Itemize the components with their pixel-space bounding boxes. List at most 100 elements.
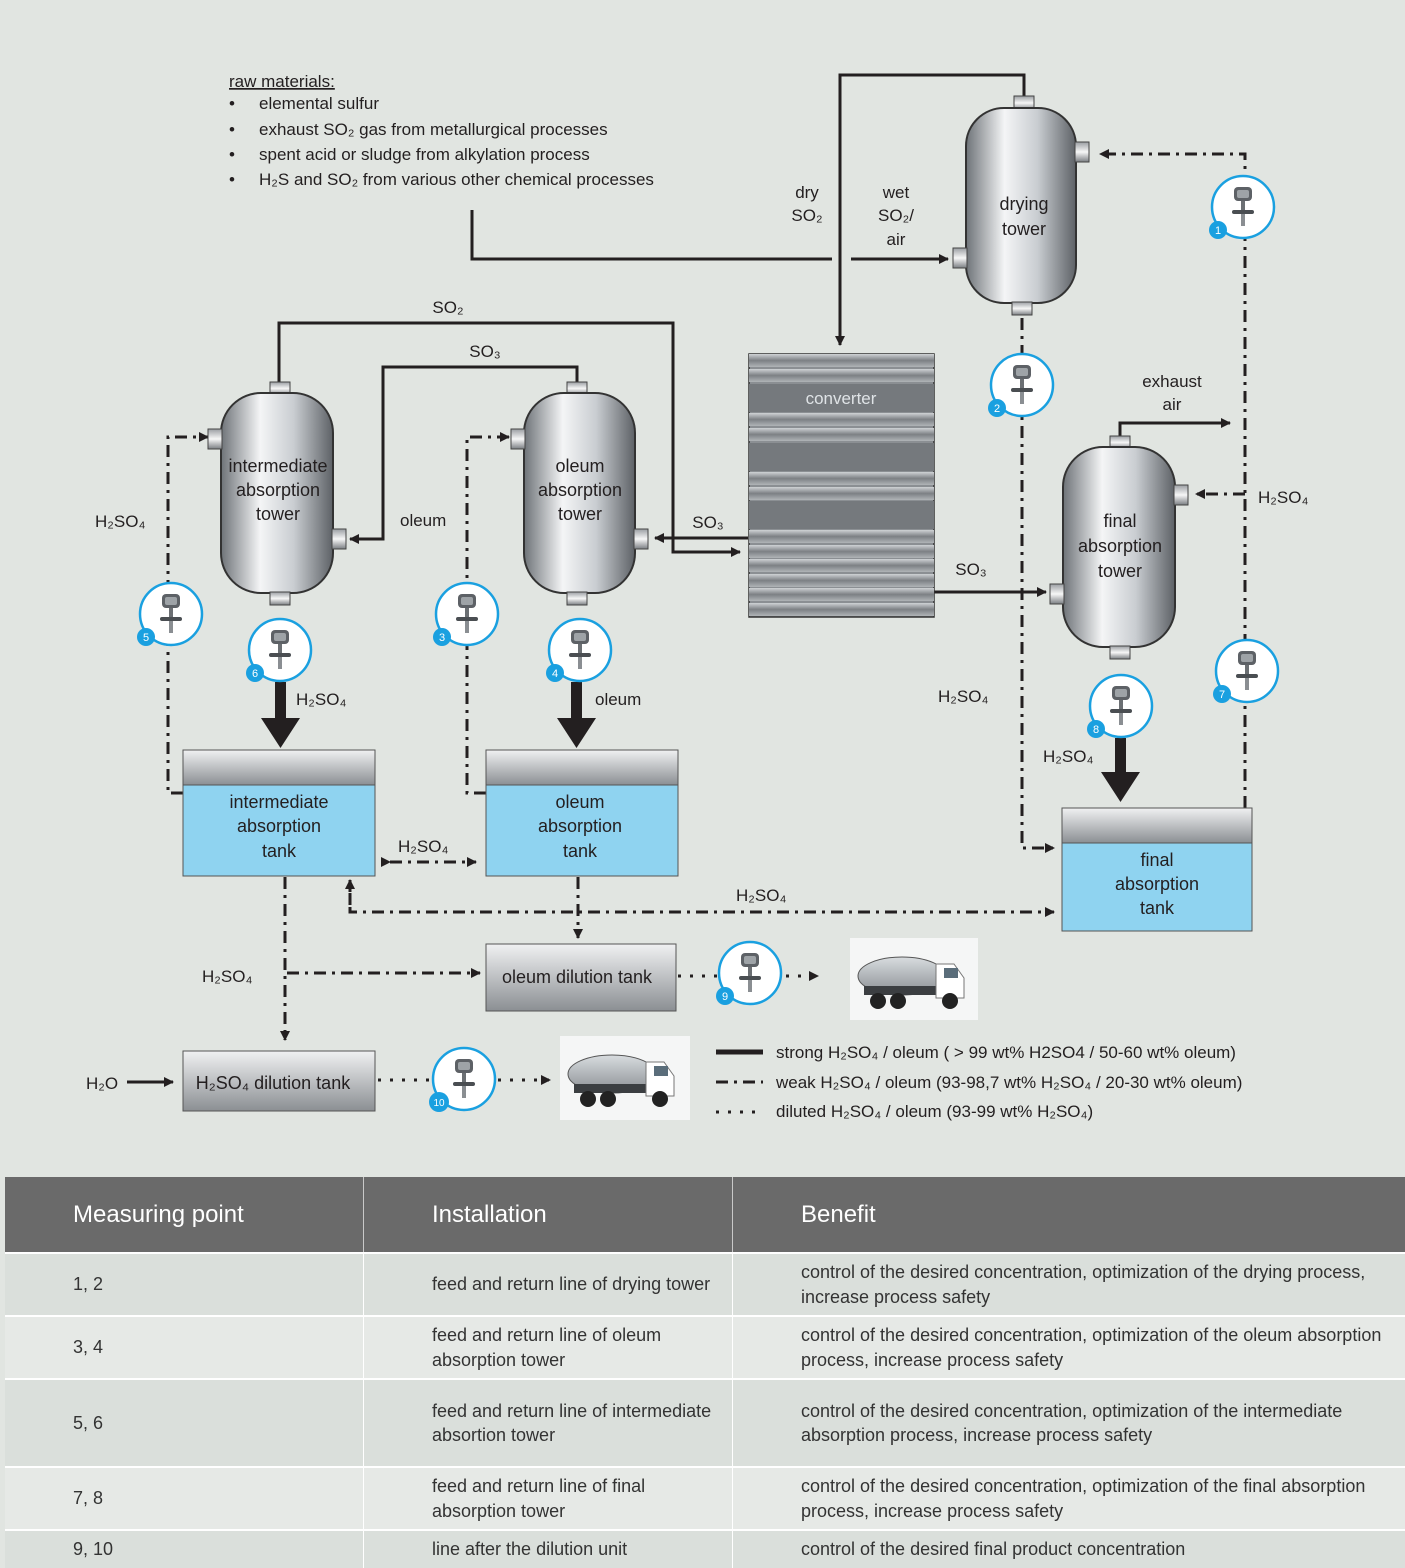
sensor-10[interactable]: 10	[429, 1048, 495, 1112]
flow-label: H₂SO₄	[736, 886, 786, 905]
table-cell: 9, 10	[5, 1530, 364, 1568]
drying-tower: drying tower	[953, 96, 1089, 315]
raw-bullet: •	[229, 145, 235, 164]
sensor-1[interactable]: 1	[1209, 176, 1274, 239]
column-header: Benefit	[733, 1177, 1405, 1253]
intermediate-absorption-tank: intermediate absorption tank	[183, 750, 375, 876]
flow-label: wet	[882, 183, 910, 202]
sensor-number: 1	[1215, 225, 1221, 237]
tank-label: absorption	[1115, 874, 1199, 894]
vessel-label: absorption	[1078, 536, 1162, 556]
tank-label: tank	[563, 841, 598, 861]
legend-item: weak H₂SO₄ / oleum (93-98,7 wt% H₂SO₄ / …	[775, 1073, 1242, 1092]
sensor-number: 6	[252, 668, 258, 680]
raw-material-item: elemental sulfur	[259, 94, 379, 113]
flow-label: H₂SO₄	[398, 837, 448, 856]
vessel-label: drying	[999, 194, 1048, 214]
table-header-row: Measuring point Installation Benefit	[5, 1177, 1405, 1253]
table-cell: control of the desired concentration, op…	[733, 1379, 1405, 1467]
tank-label: tank	[1140, 898, 1175, 918]
tank-label: oleum	[555, 792, 604, 812]
flow-label: H₂SO₄	[1043, 747, 1093, 766]
flow-label: H₂SO₄	[296, 690, 346, 709]
sensor-number: 7	[1219, 689, 1225, 701]
tank-label: final	[1140, 850, 1173, 870]
flow-label: H₂O	[86, 1074, 118, 1093]
table-cell: control of the desired concentration, op…	[733, 1316, 1405, 1379]
table-row: 7, 8 feed and return line of final absor…	[5, 1467, 1405, 1530]
vessel-label: final	[1103, 511, 1136, 531]
sensor-7[interactable]: 7	[1213, 640, 1278, 703]
flow-label: SO₂/	[878, 206, 914, 225]
table-cell: 5, 6	[5, 1379, 364, 1467]
legend: strong H₂SO₄ / oleum ( > 99 wt% H2SO4 / …	[716, 1043, 1242, 1121]
vessel-label: oleum	[555, 456, 604, 476]
flow-label: H₂SO₄	[202, 967, 252, 986]
measuring-points-table: Measuring point Installation Benefit 1, …	[5, 1177, 1405, 1568]
vessel-label: intermediate	[228, 456, 327, 476]
table-cell: feed and return line of drying tower	[364, 1253, 733, 1316]
flow-label: air	[1163, 395, 1182, 414]
converter: converter	[749, 354, 934, 617]
sensor-number: 10	[433, 1098, 445, 1109]
table-cell: control of the desired concentration, op…	[733, 1253, 1405, 1316]
vessel-label: tower	[256, 504, 300, 524]
table-cell: control of the desired concentration, op…	[733, 1467, 1405, 1530]
vessel-label: tower	[1098, 561, 1142, 581]
legend-item: strong H₂SO₄ / oleum ( > 99 wt% H2SO4 / …	[776, 1043, 1236, 1062]
flow-label: H₂SO₄	[1258, 488, 1308, 507]
sensor-number: 4	[552, 668, 558, 680]
sensor-5[interactable]: 5	[137, 583, 202, 646]
raw-materials-heading: raw materials:	[229, 72, 335, 91]
legend-item: diluted H₂SO₄ / oleum (93-99 wt% H₂SO₄)	[776, 1102, 1093, 1121]
oleum-absorption-tank: oleum absorption tank	[486, 750, 678, 876]
column-header: Measuring point	[5, 1177, 364, 1253]
process-flow-diagram: raw materials: • elemental sulfur • exha…	[0, 0, 1405, 1150]
flow-label: H₂SO₄	[938, 687, 988, 706]
sensor-4[interactable]: 4	[546, 619, 611, 682]
sensor-9[interactable]: 9	[716, 942, 781, 1005]
tank-label: oleum dilution tank	[502, 967, 653, 987]
sensor-number: 3	[439, 632, 445, 644]
sensor-3[interactable]: 3	[433, 583, 498, 646]
vessel-label: tower	[1002, 219, 1046, 239]
intermediate-absorption-tower: intermediate absorption tower	[208, 382, 346, 605]
table-cell: feed and return line of intermediate abs…	[364, 1379, 733, 1467]
sensor-2[interactable]: 2	[988, 354, 1053, 417]
tank-label: absorption	[538, 816, 622, 836]
table-cell: feed and return line of oleum absorption…	[364, 1316, 733, 1379]
table-cell: 7, 8	[5, 1467, 364, 1530]
sensor-number: 9	[722, 991, 728, 1003]
flow-label: oleum	[400, 511, 446, 530]
flow-label: air	[887, 230, 906, 249]
sensor-8[interactable]: 8	[1087, 675, 1152, 738]
flow-label: SO₃	[955, 560, 987, 579]
sensor-number: 2	[994, 403, 1000, 415]
flow-label: SO₂	[432, 298, 463, 317]
raw-material-item: exhaust SO₂ gas from metallurgical proce…	[259, 120, 608, 139]
flow-label: H₂SO₄	[95, 512, 145, 531]
column-header: Installation	[364, 1177, 733, 1253]
table-row: 1, 2 feed and return line of drying towe…	[5, 1253, 1405, 1316]
table-cell: feed and return line of final absorption…	[364, 1467, 733, 1530]
sensor-number: 5	[143, 632, 149, 644]
flow-label: SO₂	[791, 206, 822, 225]
table-row: 5, 6 feed and return line of intermediat…	[5, 1379, 1405, 1467]
flow-label: oleum	[595, 690, 641, 709]
strong-flow-arrows	[261, 682, 1140, 802]
tank-label: H₂SO₄ dilution tank	[196, 1073, 351, 1093]
raw-bullet: •	[229, 120, 235, 139]
oleum-dilution-tank: oleum dilution tank	[486, 944, 676, 1011]
oleum-absorption-tower: oleum absorption tower	[511, 382, 648, 605]
table-cell: line after the dilution unit	[364, 1530, 733, 1568]
flow-label: exhaust	[1142, 372, 1202, 391]
tanker-truck-image	[560, 1036, 690, 1120]
flow-label: SO₃	[469, 342, 501, 361]
vessel-label: absorption	[538, 480, 622, 500]
flow-label: SO₃	[692, 513, 724, 532]
vessel-label: tower	[558, 504, 602, 524]
table-cell: 3, 4	[5, 1316, 364, 1379]
raw-bullet: •	[229, 94, 235, 113]
sensor-6[interactable]: 6	[246, 619, 311, 682]
tank-label: absorption	[237, 816, 321, 836]
